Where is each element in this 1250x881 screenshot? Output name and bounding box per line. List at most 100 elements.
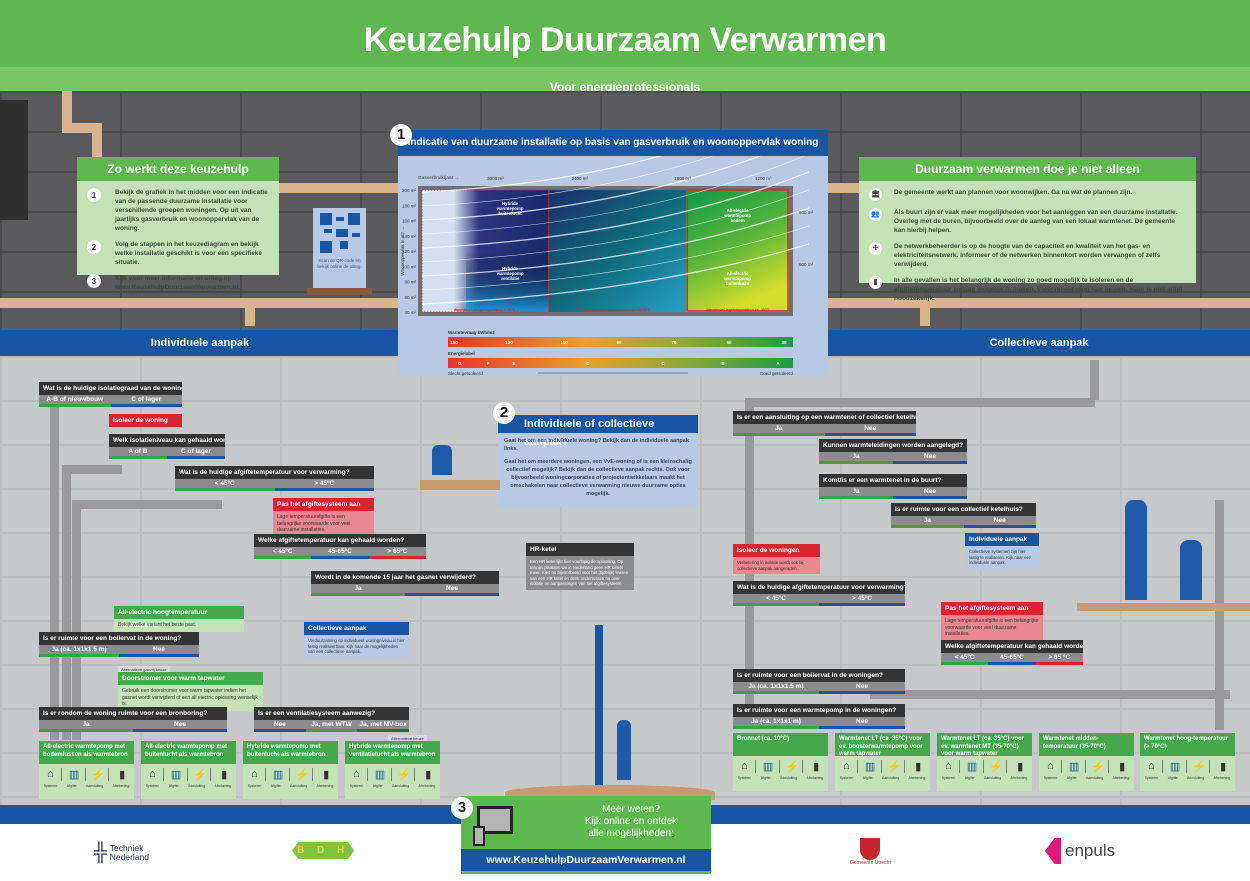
system-icon: ⌂ [1040,760,1062,773]
question-text: Welk isolatieniveau kan gehaald worden? [109,434,225,447]
result-card-title: All-electric warmtepomp met buitenlucht … [141,741,236,764]
option-button[interactable]: Nee [819,682,905,694]
alternative-tag: Alternatieve keuze [388,735,427,742]
advice-body: Verbetering in isolatie wordt ook bij co… [733,557,820,574]
option-button[interactable]: Ja [891,516,964,528]
result-card: Hybride warmtepomp met buitenlucht als w… [243,741,338,799]
option-button[interactable]: > 45ºC [274,479,374,491]
option-button[interactable]: > 45ºC [819,594,905,606]
option-button[interactable]: < 45ºC [733,594,819,606]
result-card-title: All-electric warmtepomp met bodemlussen … [39,741,134,764]
power-icon: ⚡ [189,768,212,781]
option-button[interactable]: Nee [119,645,199,657]
cta-line: alle mogelijkheden: [588,828,674,839]
region-allelectric [686,190,789,312]
logo-gemeente-utrecht[interactable]: Gemeente Utrecht [850,838,891,866]
item-text: In alle gevallen is het belangrijk de wo… [894,277,1183,302]
meter-icon: ▮ [915,761,922,773]
question-text: Is er ruimte voor een boilervat in de wo… [733,669,905,682]
card-label: Systeem [737,776,752,780]
advice-title: Isoleer de woningen [733,544,820,557]
option-button[interactable]: Ja, met MV-box [357,720,410,732]
item-text: Als buurt zijn er vaak meer mogelijkhede… [894,209,1178,234]
logo-techniek-nederland[interactable]: ╬ Techniek Nederland [94,842,158,863]
y-tick-label: 80 m² [404,280,416,285]
option-button[interactable]: Nee [893,452,967,464]
result-card: Warmtenet LT (ca. 35°C) voor ev. booster… [835,733,930,791]
option-button[interactable]: A-B of nieuwbouw [39,395,111,407]
option-button[interactable]: < 45ºC [175,479,275,491]
option-button[interactable]: Nee [893,487,967,499]
option-button[interactable]: Ja [733,424,825,436]
option-button[interactable]: C of lager [167,447,225,459]
question-gas-grid-removed: Wordt in de komende 15 jaar het gasnet v… [311,571,499,596]
chart-panel: Indicatie van duurzame installatie op ba… [390,124,828,376]
option-button[interactable]: Nee [824,424,916,436]
x-axis-label: Gasverbruik/jaar → [418,175,459,181]
option-button[interactable]: < 45ºC [254,547,312,559]
gas-curve [421,156,663,193]
question-insulation-level: Welk isolatieniveau kan gehaald worden? … [109,434,225,459]
flow-pipe [72,500,222,509]
question-text: Is er een aansluiting op een warmtenet o… [733,411,916,424]
item-text: De netwerkbeheerder is op de hoogte van … [894,243,1161,268]
logo-text: B D H [292,842,355,859]
y-tick-label: 100 m² [402,264,417,269]
advice-body: Collectieve systemen zijn hier lastig te… [965,546,1039,569]
option-button[interactable]: Ja (ca. 1x1x1 m) [733,717,819,729]
option-button[interactable]: C of lager [110,395,182,407]
option-button[interactable]: Ja [819,452,893,464]
utrecht-crest-icon [860,838,881,860]
option-button[interactable]: Ja [311,584,405,596]
option-button[interactable]: > 65ºC [368,547,426,559]
advice-title: Collectieve aanpak [304,622,409,635]
card-label: Aansluiting [188,784,206,788]
bench-illustration [420,480,500,490]
qr-code-card[interactable]: Scan de QR-code en bekijk online de uitl… [313,208,366,288]
option-button[interactable]: 45-65ºC [988,653,1036,665]
website-link[interactable]: www.KeuzehulpDuurzaamVerwarmen.nl [461,849,711,871]
option-button[interactable]: Nee [133,720,227,732]
option-button[interactable]: Nee [819,717,905,729]
option-button[interactable]: Nee [405,584,499,596]
option-button[interactable]: Ja [39,720,133,732]
gas-curve [421,156,805,235]
option-button[interactable]: Ja (ca. 1x1x1.5 m) [733,682,819,694]
option-button[interactable]: Ja, met WTW [305,720,358,732]
not-alone-item: 👥 Als buurt zijn er vaak meer mogelijkhe… [869,208,1186,235]
option-button[interactable]: Nee [254,720,306,732]
question-current-supply-temp-collective: Wat is de huidige afgiftetemperatuur voo… [733,581,905,606]
flow-pipe [1090,360,1099,400]
gas-curve [421,207,810,277]
option-button[interactable]: < 45ºC [941,653,989,665]
question-text: Wat is de huidige afgiftetemperatuur voo… [733,581,905,594]
y-axis-label: Woonoppervlak in m2 → [400,226,405,275]
option-button[interactable]: A of B [109,447,167,459]
flow-pipe [870,690,1230,699]
logo-text: enpuls [1065,841,1116,860]
option-button[interactable]: > 65 ºC [1035,653,1083,665]
step-number-1: 1 [390,124,412,146]
result-card: All-electric warmtepomp met buitenlucht … [141,741,236,799]
card-label: Afrekening [1213,776,1231,780]
how-it-works-title: Zo werkt deze keuzehulp [77,157,279,181]
band-individual: Individuele aanpak [0,330,400,356]
logo-bdh[interactable]: B D H [292,842,355,859]
logo-enpuls[interactable]: enpuls [1045,838,1115,864]
option-button[interactable]: 45-65ºC [311,547,369,559]
people-icon: 👥 [869,208,882,221]
option-button[interactable]: Ja [819,487,893,499]
option-button[interactable]: Nee [963,516,1036,528]
question-heatpump-space: Is er ruimte voor een warmtepomp in de w… [733,704,905,729]
option-button[interactable]: Ja (ca. 1x1x1.5 m) [39,645,119,657]
advice-individual: Individuele aanpak Collectieve systemen … [965,533,1039,569]
question-text: Kunnen warmteleidingen worden aangelegd? [819,439,967,452]
heat-demand-value: 150 [450,340,458,345]
zone-label: Warmtenet lagetemperatuur ca. 35°C [706,308,769,312]
qr-code-icon [319,213,360,253]
result-card: Warmtenet midden-temperatuur (35-70°C) ⌂… [1039,733,1134,791]
result-card: Warmtenet LT (ca. 35°C) voor ev. warmten… [937,733,1032,791]
meter-icon: ▮ [813,761,820,773]
